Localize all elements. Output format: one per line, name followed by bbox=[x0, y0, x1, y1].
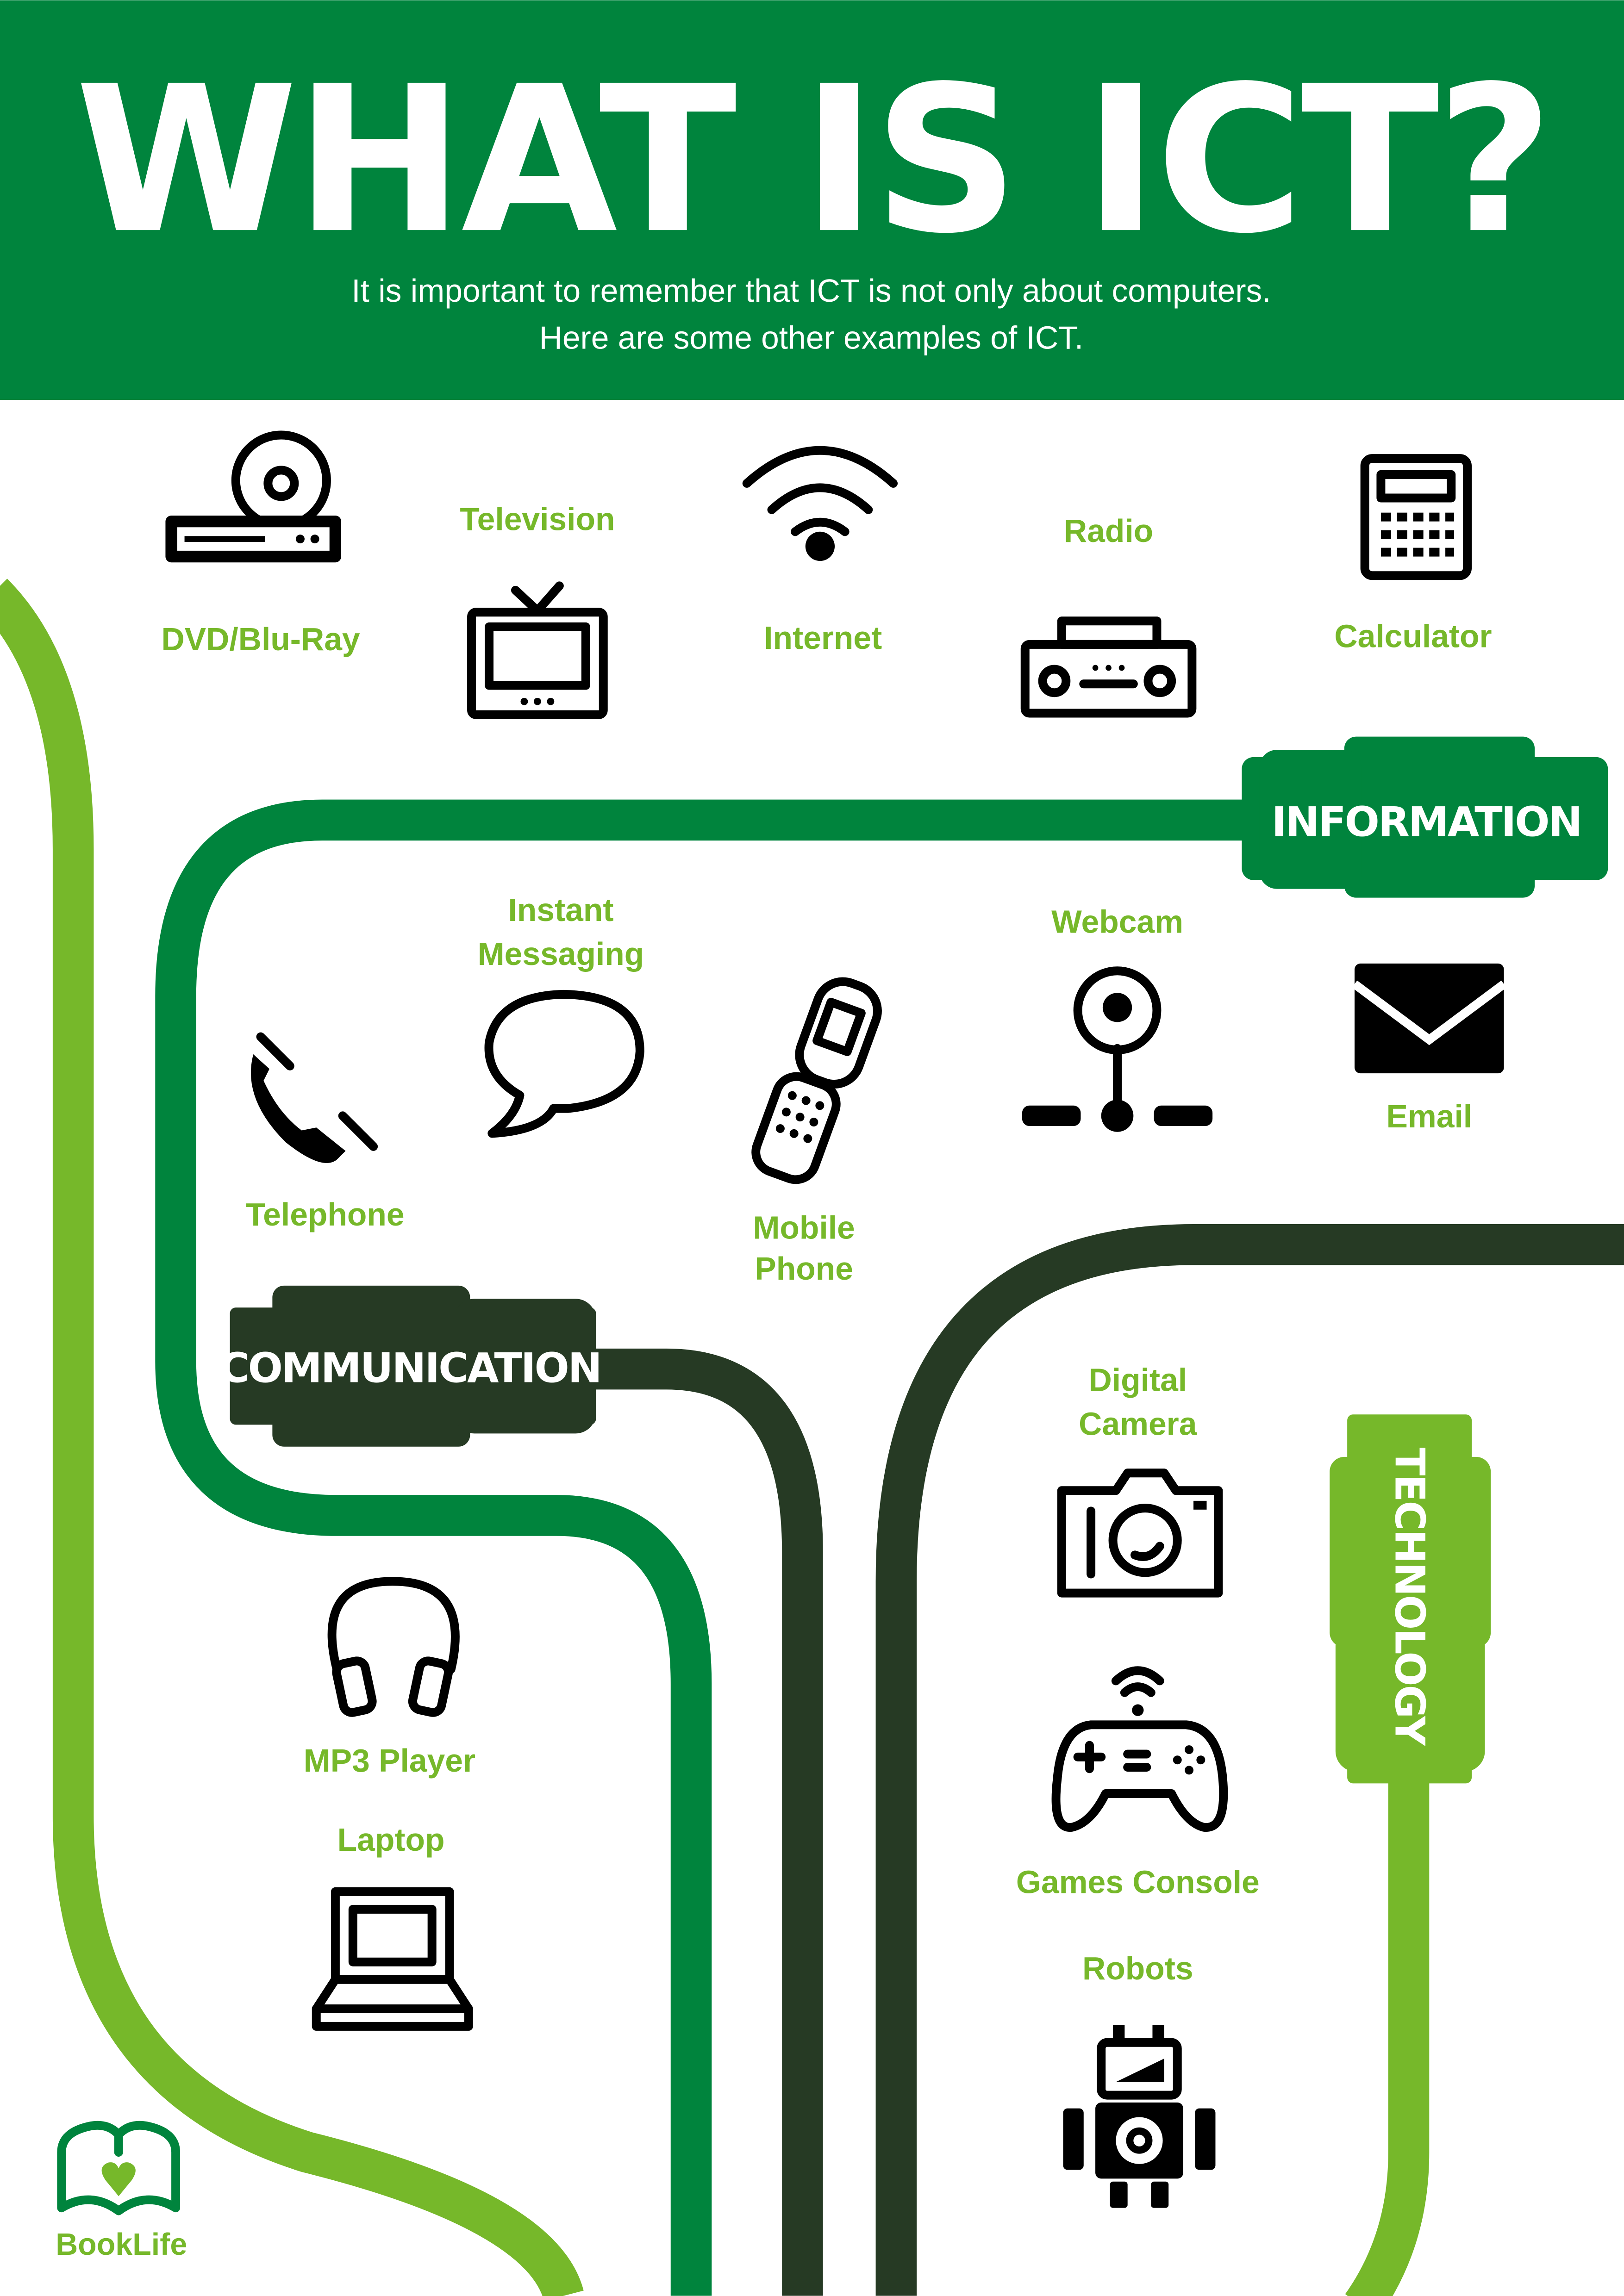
digital-camera-label-2: Camera bbox=[1079, 1406, 1198, 1442]
technology-cable bbox=[1345, 1757, 1430, 2296]
technology-label: TECHNOLOGY bbox=[1386, 1448, 1434, 1746]
radio-icon bbox=[1020, 616, 1197, 718]
games-console-label: Games Console bbox=[1016, 1864, 1260, 1900]
headphones-icon bbox=[327, 1577, 460, 1717]
booklife-logo: BookLife bbox=[56, 2121, 187, 2262]
instant-messaging-label-2: Messaging bbox=[478, 936, 644, 972]
mp3-player-label: MP3 Player bbox=[304, 1742, 475, 1779]
subtitle-line-2: Here are some other examples of ICT. bbox=[539, 319, 1084, 355]
wifi-icon bbox=[742, 446, 898, 561]
webcam-label: Webcam bbox=[1051, 904, 1183, 940]
webcam-icon bbox=[1022, 966, 1213, 1132]
mobile-phone-label-1: Mobile bbox=[753, 1210, 855, 1246]
television-icon bbox=[467, 581, 608, 719]
communication-cable bbox=[586, 1348, 823, 2296]
information-cable bbox=[155, 799, 1260, 2296]
header-banner bbox=[0, 0, 1624, 400]
digital-camera-label-1: Digital bbox=[1089, 1362, 1187, 1398]
speech-bubble-icon bbox=[484, 989, 644, 1138]
internet-label: Internet bbox=[764, 620, 882, 656]
mobile-phone-icon bbox=[751, 977, 882, 1184]
technology-plug: TECHNOLOGY bbox=[1330, 1414, 1491, 1784]
instant-messaging-label-1: Instant bbox=[508, 892, 613, 928]
television-label: Television bbox=[460, 501, 615, 537]
mobile-phone-label-2: Phone bbox=[755, 1251, 853, 1287]
robots-label: Robots bbox=[1082, 1950, 1193, 1986]
dvd-player-icon bbox=[165, 430, 342, 563]
communication-plug: COMMUNICATION bbox=[219, 1285, 602, 1447]
laptop-label: Laptop bbox=[337, 1822, 445, 1858]
gamepad-icon bbox=[1051, 1666, 1228, 1832]
radio-label: Radio bbox=[1064, 513, 1153, 549]
information-plug: INFORMATION bbox=[1242, 736, 1608, 898]
information-label: INFORMATION bbox=[1272, 798, 1581, 846]
laptop-icon bbox=[312, 1887, 473, 2031]
communication-label: COMMUNICATION bbox=[219, 1344, 601, 1392]
calculator-label: Calculator bbox=[1334, 618, 1492, 654]
telephone-icon bbox=[250, 1032, 378, 1164]
telephone-label: Telephone bbox=[246, 1196, 405, 1232]
robot-icon bbox=[1063, 2025, 1216, 2208]
camera-icon bbox=[1057, 1468, 1223, 1598]
calculator-icon bbox=[1360, 454, 1472, 580]
page-title: WHAT IS ICT? bbox=[75, 43, 1550, 278]
technology-dark-cable bbox=[875, 1224, 1624, 2296]
subtitle-line-1: It is important to remember that ICT is … bbox=[351, 273, 1271, 309]
envelope-icon bbox=[1352, 963, 1507, 1074]
dvd-label: DVD/Blu-Ray bbox=[161, 621, 360, 657]
email-label: Email bbox=[1386, 1098, 1472, 1134]
booklife-logo-text: BookLife bbox=[56, 2228, 187, 2262]
light-green-cable-left bbox=[0, 579, 584, 2296]
